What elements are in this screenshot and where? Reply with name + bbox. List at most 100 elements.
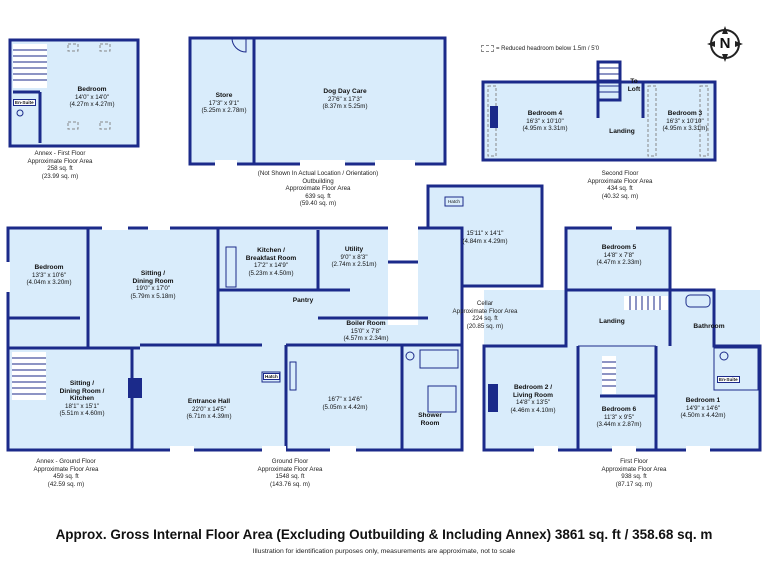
room-name-line: Kitchen / (257, 247, 285, 254)
annex-bedroom-label: Bedroom 14'0" x 14'0" (4.27m x 4.27m) (60, 86, 124, 109)
room-imperial: 15'0" x 7'8" (350, 327, 382, 335)
caption-line: Second Floor (601, 170, 639, 177)
room-name-line: Dining Room / (59, 387, 105, 395)
cellar-hatch-label: Hatch (447, 199, 460, 204)
bedroom1-label: Bedroom 1 14'9" x 14'6" (4.50m x 4.42m) (668, 397, 738, 420)
room-name: Landing (609, 128, 635, 135)
caption-line: Approximate Floor Area (452, 307, 518, 315)
room-metric: (4.27m x 4.27m) (69, 101, 115, 109)
room-metric: (5.25m x 2.78m) (201, 107, 247, 115)
bedroom4-label: Bedroom 4 16'3" x 10'10" (4.95m x 3.31m) (510, 110, 580, 133)
room-imperial: 17'3" x 9'1" (208, 99, 240, 107)
room-imperial: 14'8" x 13'5" (516, 399, 550, 407)
annex-first-floor-plan (8, 38, 140, 148)
room-name: Bedroom 3 (667, 110, 703, 117)
room-name: Bathroom (693, 323, 725, 330)
caption-line: 434 sq. ft (607, 185, 633, 193)
caption-line: 639 sq. ft (305, 192, 331, 200)
room-metric: (4.47m x 2.33m) (596, 259, 642, 267)
caption-line: 224 sq. ft (472, 315, 498, 323)
room-name: Entrance Hall (187, 398, 231, 405)
annex-ensuite-tag: En-Suite (13, 99, 36, 106)
caption-line: Approximate Floor Area (33, 465, 99, 473)
room-imperial: 14'9" x 14'6" (686, 404, 720, 412)
bedroom2-label: Bedroom 2 / Living Room 14'8" x 13'5" (4… (498, 384, 568, 414)
room-name-line: Shower (418, 412, 442, 419)
second-floor-plan (481, 60, 717, 162)
room-imperial: 15'11" x 14'1" (466, 230, 504, 237)
caption-line: (Not Shown In Actual Location / Orientat… (257, 170, 379, 177)
annex-first-caption: Annex - First Floor Approximate Floor Ar… (10, 150, 110, 180)
caption-line: Approximate Floor Area (285, 185, 351, 193)
room-imperial: 18'1" x 15'1" (65, 402, 99, 410)
cellar-dimensions: 15'11" x 14'1" (4.84m x 4.29m) (450, 230, 520, 245)
caption-line: 1548 sq. ft (275, 473, 305, 481)
room-name: Bedroom 1 (685, 397, 721, 404)
loft-line: To (630, 78, 638, 85)
room-name: Store (215, 92, 233, 99)
room-metric: (5.79m x 5.18m) (130, 292, 176, 300)
room-metric: (4.84m x 4.29m) (462, 237, 508, 245)
caption-line: Ground Floor (271, 458, 309, 465)
room-metric: (8.37m x 5.25m) (322, 103, 368, 111)
caption-line: Approximate Floor Area (587, 177, 653, 185)
bathroom-label: Bathroom (682, 323, 736, 331)
caption-line: (42.59 sq. m) (47, 480, 85, 488)
annex-sitting-label: Sitting / Dining Room / Kitchen 18'1" x … (42, 380, 122, 418)
room-name-line: Room (420, 419, 440, 427)
bedroom5-label: Bedroom 5 14'8" x 7'8" (4.47m x 2.33m) (584, 244, 654, 267)
room-name-line: Living Room (513, 391, 553, 399)
caption-line: (20.85 sq. m) (466, 322, 504, 330)
first-landing-label: Landing (590, 318, 634, 326)
first-floor-caption: First Floor Approximate Floor Area 938 s… (584, 458, 684, 488)
room-imperial: 14'0" x 14'0" (75, 93, 109, 101)
legend: = Reduced headroom below 1.5m / 5'0 (481, 45, 599, 52)
shower-room-label: Shower Room (410, 412, 450, 427)
room-metric: (4.46m x 4.10m) (510, 406, 556, 414)
caption-line: (143.76 sq. m) (270, 480, 310, 488)
ground-bedroom-label: Bedroom 13'3" x 10'6" (4.04m x 3.20m) (16, 264, 82, 287)
room-name: Landing (599, 318, 625, 325)
caption-line: Cellar (476, 300, 494, 307)
second-floor-caption: Second Floor Approximate Floor Area 434 … (570, 170, 670, 200)
room-name: Dog Day Care (323, 88, 367, 95)
ground-floor-caption: Ground Floor Approximate Floor Area 1548… (240, 458, 340, 488)
room-name-line: Bedroom 2 / (513, 384, 553, 391)
dog-day-care-label: Dog Day Care 27'6" x 17'3" (8.37m x 5.25… (310, 88, 380, 111)
caption-line: Annex - First Floor (34, 150, 86, 157)
caption-line: Approximate Floor Area (257, 465, 323, 473)
second-landing-label: Landing (600, 128, 644, 136)
boiler-room-label: Boiler Room 15'0" x 7'8" (4.57m x 2.34m) (334, 320, 398, 343)
caption-line: (59.40 sq. m) (299, 200, 337, 208)
room-name-line: Kitchen (69, 395, 95, 403)
room-imperial: 19'0" x 17'0" (136, 285, 170, 293)
north-compass-icon: N (707, 26, 743, 62)
room-metric: (2.74m x 2.51m) (331, 261, 377, 269)
room-name-line: Breakfast Room (245, 254, 297, 262)
caption-line: First Floor (620, 458, 648, 465)
outbuilding-plan (188, 36, 447, 166)
room-metric: (3.44m x 2.87m) (596, 421, 642, 429)
room-imperial: 27'6" x 17'3" (328, 95, 362, 103)
cellar-caption: Cellar Approximate Floor Area 224 sq. ft… (435, 300, 535, 330)
entrance-hall-label: Entrance Hall 22'0" x 14'5" (6.71m x 4.3… (174, 398, 244, 421)
first-floor-plan (482, 224, 762, 452)
room-imperial: 22'0" x 14'5" (192, 405, 226, 413)
loft-line: Loft (627, 85, 641, 93)
room-metric: (5.23m x 4.50m) (248, 269, 294, 277)
room-name-line: Sitting / (69, 380, 95, 387)
pantry-label: Pantry (286, 297, 320, 305)
first-ensuite-tag: En-Suite (717, 376, 740, 383)
room-name: Bedroom (34, 264, 64, 271)
room-metric: (4.57m x 2.34m) (343, 335, 389, 343)
room-name: Bedroom 6 (601, 406, 637, 413)
caption-line: Annex - Ground Floor (36, 458, 96, 465)
bedroom6-label: Bedroom 6 11'3" x 9'5" (3.44m x 2.87m) (588, 406, 650, 429)
to-loft-label: To Loft (622, 78, 646, 93)
annex-ground-caption: Annex - Ground Floor Approximate Floor A… (16, 458, 116, 488)
room-metric: (4.04m x 3.20m) (26, 279, 72, 287)
ground-hatch-tag: Hatch (263, 373, 280, 380)
room-imperial: 16'7" x 14'6" (328, 396, 362, 403)
dashed-box-icon (481, 45, 494, 52)
